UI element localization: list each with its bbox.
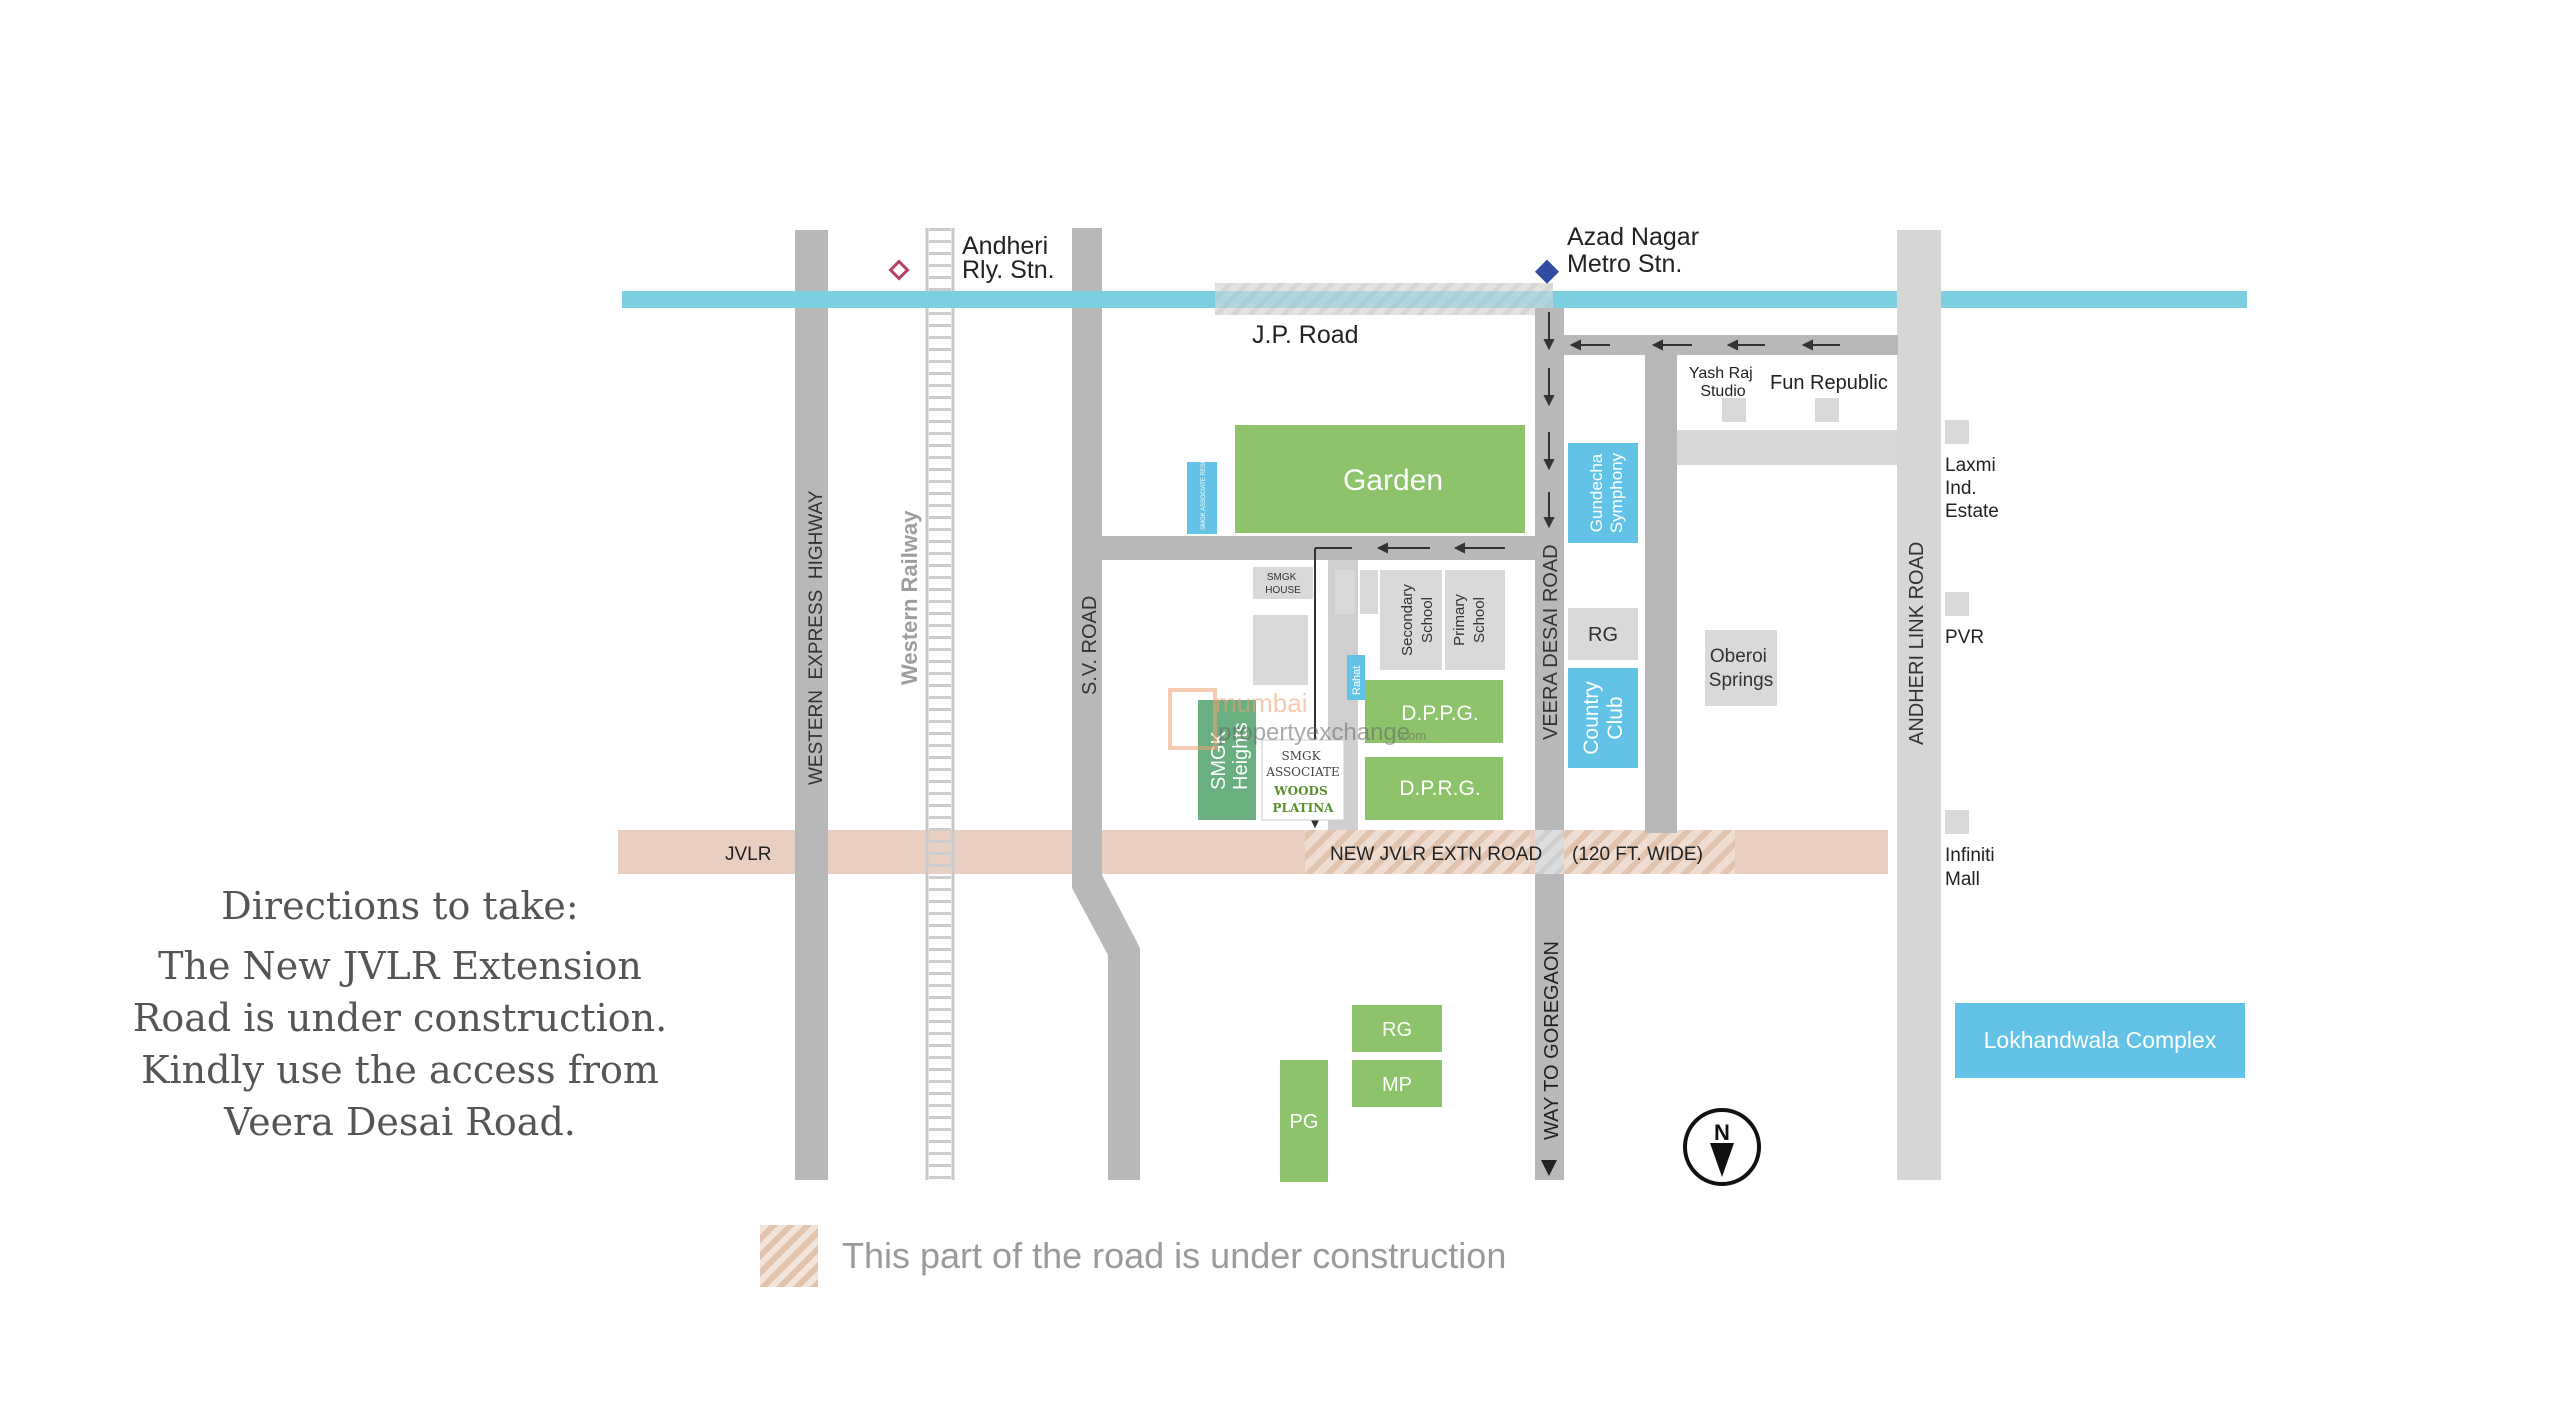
fun-republic-label: Fun Republic bbox=[1770, 372, 1888, 394]
smgk-building bbox=[1253, 615, 1308, 685]
dppg bbox=[1365, 680, 1503, 743]
infiniti-marker bbox=[1945, 810, 1969, 834]
directions-line: The New JVLR Extension bbox=[158, 944, 642, 988]
directions-line: Kindly use the access from bbox=[141, 1048, 659, 1092]
infiniti-label: Infiniti Mall bbox=[1945, 845, 2000, 890]
smgk-heights bbox=[1198, 700, 1256, 820]
jvlr-label: JVLR bbox=[725, 844, 771, 865]
watermark-line2: propertyexchange bbox=[1218, 719, 1410, 746]
western-express-highway bbox=[795, 230, 828, 1180]
woods-platina-label: WOODS PLATINA bbox=[1273, 784, 1335, 815]
watermark-line1: mumbai bbox=[1215, 688, 1307, 718]
country-club-line2: Club bbox=[1604, 696, 1627, 739]
smgk-house-label: SMGK HOUSE bbox=[1265, 572, 1301, 596]
rg-east-label: RG bbox=[1588, 624, 1618, 646]
dprg bbox=[1365, 757, 1503, 820]
small-building bbox=[1335, 570, 1355, 614]
veera-desai-jvlr-hatch bbox=[1535, 830, 1564, 874]
oberoi-springs-label: Oberoi Springs bbox=[1709, 646, 1773, 691]
directions-panel: Directions to take: The New JVLR Extensi… bbox=[80, 880, 720, 1148]
fun-republic-flow-arrows bbox=[1569, 339, 1840, 351]
secondary-school-line1: Secondary bbox=[1399, 584, 1416, 656]
primary-school-line1: Primary bbox=[1451, 594, 1468, 646]
pvr-label: PVR bbox=[1945, 627, 1984, 648]
small-building bbox=[1360, 570, 1378, 614]
oberoi-springs bbox=[1705, 630, 1777, 706]
laxmi-label: Laxmi Ind. Estate bbox=[1945, 455, 2001, 522]
garden-label: Garden bbox=[1343, 464, 1443, 497]
pg-label: PG bbox=[1290, 1111, 1319, 1133]
primary-school-line2: School bbox=[1471, 597, 1488, 643]
watermark: mumbai propertyexchange .com bbox=[1168, 688, 1426, 750]
north-arrow-icon: N bbox=[1683, 1108, 1761, 1186]
laxmi-marker bbox=[1945, 420, 1969, 444]
andheri-station-label: Andheri Rly. Stn. bbox=[962, 232, 1055, 284]
metro-hatched-section bbox=[1215, 283, 1553, 315]
directions-line: Road is under construction. bbox=[132, 996, 668, 1040]
north-label: N bbox=[1714, 1120, 1730, 1145]
mp-label: MP bbox=[1382, 1074, 1412, 1096]
secondary-school bbox=[1380, 570, 1442, 670]
western-express-highway-label: WESTERN EXPRESS HIGHWAY bbox=[806, 490, 827, 785]
veera-desai-road-label: VEERA DESAI ROAD bbox=[1540, 544, 1562, 740]
way-to-goregaon-label: WAY TO GOREGAON bbox=[1541, 941, 1563, 1140]
new-jvlr-label: NEW JVLR EXTN ROAD bbox=[1330, 844, 1542, 865]
dprg-label: D.P.R.G. bbox=[1399, 777, 1480, 800]
fun-republic-marker bbox=[1815, 398, 1839, 422]
east-inner-road bbox=[1645, 355, 1677, 833]
pg bbox=[1280, 1060, 1328, 1182]
watermark-suffix: .com bbox=[1398, 728, 1426, 743]
gundecha-line1: Gundecha bbox=[1587, 453, 1606, 532]
smgk-associate-label: SMGK ASSOCIATE bbox=[1265, 749, 1339, 779]
rahat bbox=[1347, 655, 1365, 700]
dppg-label: D.P.P.G. bbox=[1401, 702, 1478, 725]
sv-road-label: S.V. ROAD bbox=[1079, 596, 1101, 695]
yash-raj-marker bbox=[1722, 398, 1746, 422]
mp bbox=[1352, 1060, 1442, 1107]
metro-station-icon bbox=[1534, 259, 1560, 284]
western-railway-label: Western Railway bbox=[897, 510, 922, 685]
veera-desai-flow-arrows bbox=[1543, 312, 1555, 529]
rg-south bbox=[1352, 1005, 1442, 1052]
rg-east bbox=[1568, 608, 1638, 660]
western-railway-track bbox=[925, 228, 955, 1180]
smgk-residency bbox=[1187, 462, 1217, 534]
rahat-label: Rahat bbox=[1351, 666, 1363, 695]
garden-road-flow-arrows bbox=[1309, 542, 1505, 829]
gundecha-line2: Symphony bbox=[1607, 452, 1626, 533]
smgk-house bbox=[1253, 567, 1313, 599]
yash-raj-label: Yash Raj Studio bbox=[1689, 365, 1757, 400]
yash-raj-road bbox=[1677, 430, 1897, 465]
sv-road bbox=[1072, 228, 1140, 1180]
road-width-label: (120 FT. WIDE) bbox=[1572, 844, 1703, 865]
country-club bbox=[1568, 668, 1638, 768]
jvlr-under-construction-east bbox=[1545, 830, 1735, 874]
under-construction-swatch bbox=[760, 1225, 818, 1287]
woods-platina bbox=[1261, 739, 1345, 821]
lokhandwala-label: Lokhandwala Complex bbox=[1984, 1027, 2217, 1053]
andheri-link-road bbox=[1897, 230, 1941, 1180]
rg-south-label: RG bbox=[1382, 1019, 1412, 1041]
gundecha-symphony bbox=[1568, 443, 1638, 543]
legend: This part of the road is under construct… bbox=[760, 1225, 1506, 1287]
jp-road-label: J.P. Road bbox=[1252, 321, 1359, 349]
legend-text: This part of the road is under construct… bbox=[842, 1235, 1507, 1276]
azad-nagar-label: Azad Nagar Metro Stn. bbox=[1567, 223, 1706, 278]
goregaon-arrow-icon bbox=[1541, 1160, 1557, 1176]
garden bbox=[1235, 425, 1525, 533]
lokhandwala-complex bbox=[1955, 1003, 2245, 1078]
directions-title: Directions to take: bbox=[221, 884, 579, 928]
primary-school bbox=[1445, 570, 1505, 670]
pvr-marker bbox=[1945, 592, 1969, 616]
smgk-heights-line2: Heights bbox=[1230, 722, 1252, 790]
andheri-link-road-label: ANDHERI LINK ROAD bbox=[1906, 542, 1928, 745]
country-club-line1: Country bbox=[1580, 681, 1603, 755]
andheri-station-icon bbox=[888, 259, 910, 281]
smgk-residency-label: SMGK ASSOCIATE RESIDENCY bbox=[1201, 440, 1207, 530]
directions-line: Veera Desai Road. bbox=[224, 1100, 576, 1144]
secondary-school-line2: School bbox=[1419, 597, 1436, 643]
metro-line-overlay bbox=[1215, 291, 1553, 308]
jvlr-under-construction-west bbox=[1305, 830, 1530, 874]
